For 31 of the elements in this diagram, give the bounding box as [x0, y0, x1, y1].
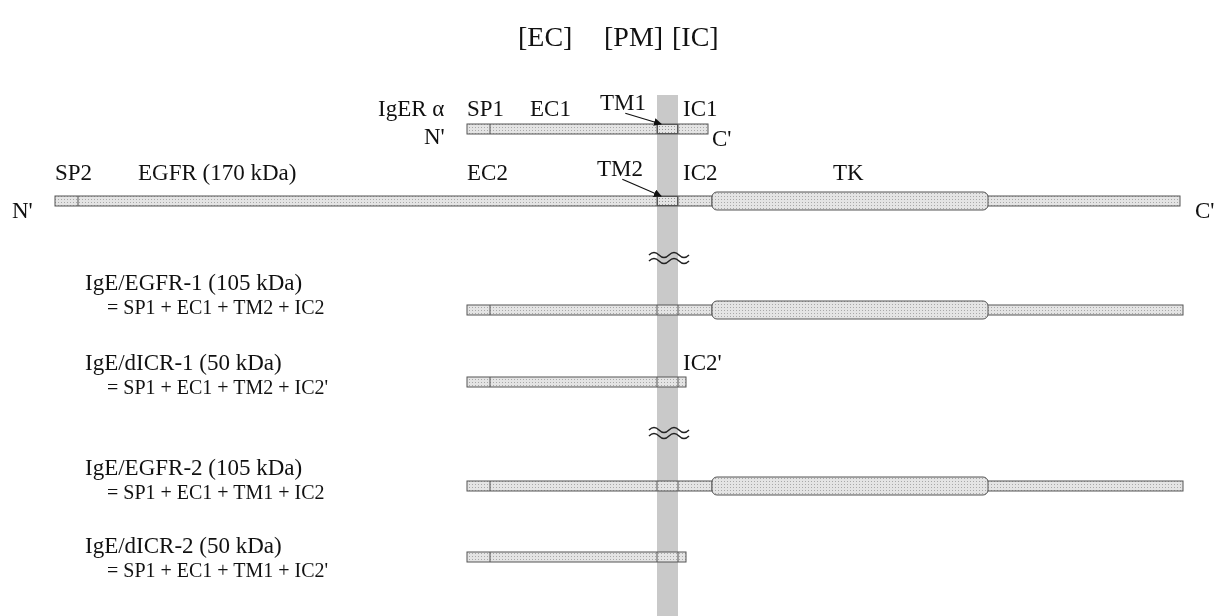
region-label: TM2: [597, 156, 643, 182]
region-label: IC2': [683, 350, 722, 376]
construct-name: IgE/EGFR-1 (105 kDa): [85, 270, 303, 296]
terminus-label: N': [12, 198, 33, 224]
construct-name: IgE/dICR-1 (50 kDa): [85, 350, 282, 376]
composition-formula: = SP1 + EC1 + TM1 + IC2: [107, 481, 325, 503]
region-label: EC1: [530, 96, 571, 122]
leader-arrow: [621, 178, 662, 197]
composition-formula: = SP1 + EC1 + TM2 + IC2': [107, 376, 329, 398]
terminus-label: C': [712, 126, 732, 152]
region-label: TK: [833, 160, 864, 186]
terminus-label: C': [1195, 198, 1215, 224]
transmembrane-segment: [657, 196, 678, 206]
compartment-label: [PM]: [604, 22, 664, 53]
compartment-label: [IC]: [672, 22, 719, 53]
terminus-label: N': [424, 124, 445, 150]
region-label: IC2: [683, 160, 718, 186]
region-label: SP2: [55, 160, 93, 186]
composition-formula: = SP1 + EC1 + TM2 + IC2: [107, 296, 325, 318]
leader-arrow: [624, 112, 662, 126]
protein-name: EGFR (170 kDa): [138, 160, 297, 186]
compartment-label: [EC]: [518, 22, 573, 53]
composition-formula: = SP1 + EC1 + TM1 + IC2': [107, 559, 329, 581]
region-label: EC2: [467, 160, 508, 186]
construct-name: IgE/EGFR-2 (105 kDa): [85, 455, 303, 481]
region-label: IC1: [683, 96, 718, 122]
protein-name: IgER α: [378, 96, 445, 122]
construct-name: IgE/dICR-2 (50 kDa): [85, 533, 282, 559]
region-label: SP1: [467, 96, 505, 122]
region-label: TM1: [600, 90, 646, 116]
transmembrane-segment: [657, 124, 678, 134]
